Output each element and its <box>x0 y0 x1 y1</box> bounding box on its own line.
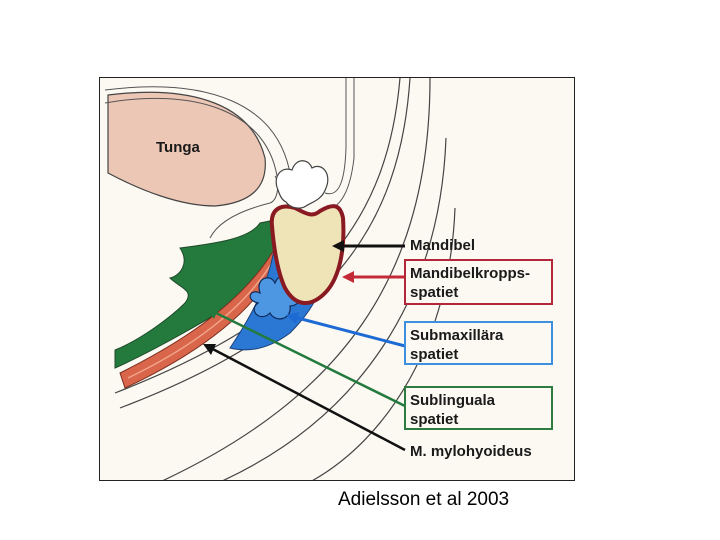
label-submaxillary-space-line2: spatiet <box>410 346 458 363</box>
tongue-shape <box>107 91 266 207</box>
arrowhead-sublingual-space <box>206 308 219 319</box>
sublingual-space-box <box>404 386 553 430</box>
label-sublingual-space-line1: Sublinguala <box>410 392 496 409</box>
arrow-submaxillary-space <box>289 314 406 348</box>
label-tongue: Tunga <box>156 139 201 156</box>
label-sublingual-space-line2: spatiet <box>410 411 458 428</box>
anatomy-diagram: Tunga Mandibel Mandibelkropps- spatiet S… <box>104 78 553 480</box>
gingiva-line <box>324 78 347 195</box>
arrowhead-mandible <box>332 240 344 252</box>
label-mandible: Mandibel <box>410 237 475 254</box>
label-submaxillary-space-line1: Submaxillära <box>410 327 504 344</box>
arrowhead-mylohyoid <box>203 344 216 355</box>
arrow-mylohyoid <box>206 344 406 452</box>
mucosa-line <box>104 86 293 189</box>
submaxillary-space-box <box>404 321 553 365</box>
tooth-crown <box>275 160 329 209</box>
mandible-body-space-box <box>404 259 553 305</box>
arrowhead-mandible-body-space <box>342 271 354 283</box>
label-mandible-body-space-line1: Mandibelkropps- <box>410 265 530 282</box>
anatomy-figure: Tunga Mandibel Mandibelkropps- spatiet S… <box>99 77 575 481</box>
mucosa-line <box>104 97 279 184</box>
tissue-curve <box>162 78 431 480</box>
gingiva-line <box>327 78 355 211</box>
figure-credit: Adielsson et al 2003 <box>338 489 510 510</box>
tissue-curve <box>222 137 447 480</box>
label-mandible-body-space-line2: spatiet <box>410 284 458 301</box>
label-mylohyoid: M. mylohyoideus <box>410 443 532 460</box>
arrowhead-submaxillary-space <box>286 312 299 324</box>
tissue-curve <box>312 207 456 480</box>
muscle-stripe <box>127 253 278 379</box>
arrow-sublingual-space <box>209 308 406 408</box>
